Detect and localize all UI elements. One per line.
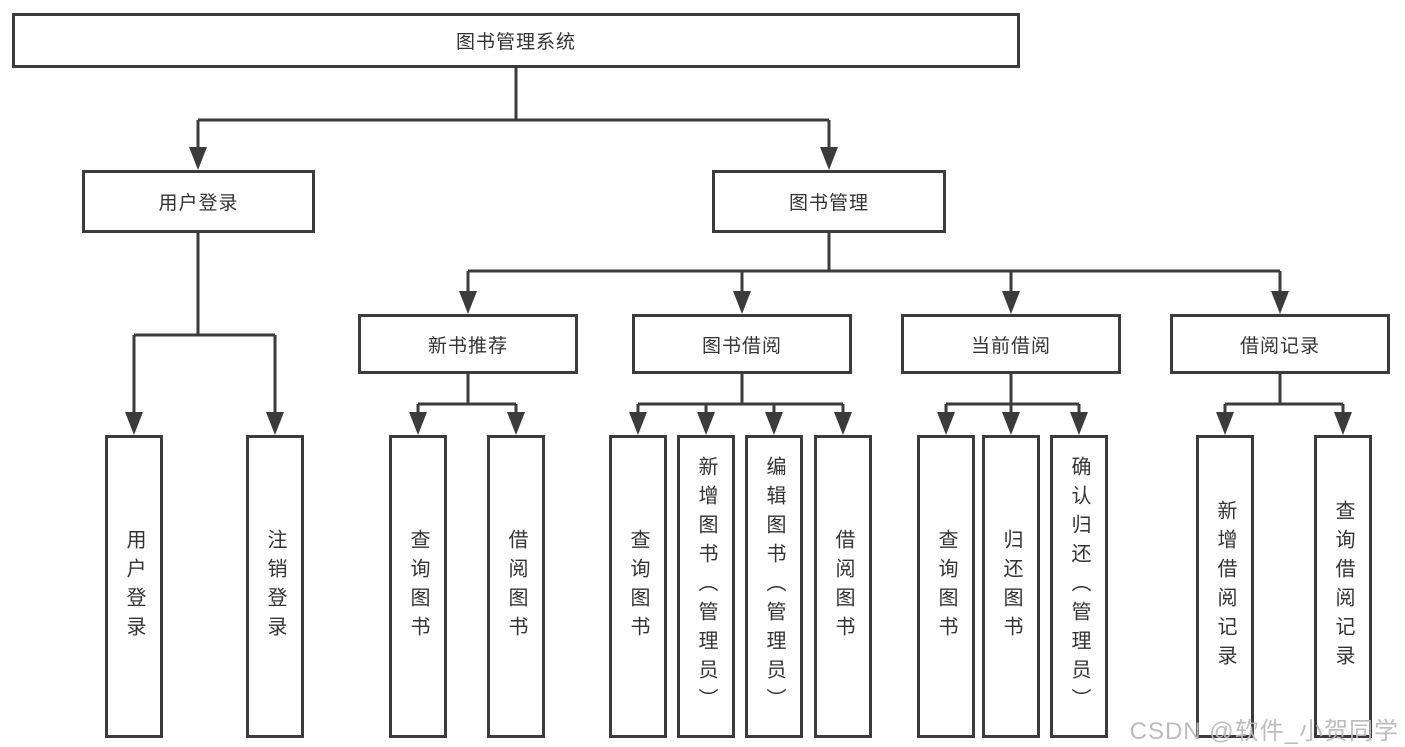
- node-label: 查询图书: [935, 528, 957, 645]
- node-label: 用户登录: [158, 193, 239, 214]
- node-label: 用户登录: [123, 528, 145, 645]
- node-leaf-edit-books-admin: 编辑图书（管理员）: [745, 435, 803, 738]
- node-book-borrow: 图书借阅: [632, 314, 852, 374]
- node-label: 查询图书: [407, 528, 429, 645]
- node-leaf-add-borrow-record: 新增借阅记录: [1196, 435, 1254, 738]
- node-label: 图书管理: [788, 193, 869, 214]
- node-label: 借阅记录: [1239, 335, 1320, 357]
- node-leaf-query-books-2: 查询图书: [609, 435, 667, 738]
- node-label: 查询图书: [627, 528, 649, 645]
- node-user-login-branch: 用户登录: [82, 170, 315, 233]
- node-leaf-borrow-books-1: 借阅图书: [487, 435, 545, 738]
- node-leaf-borrow-books-2: 借阅图书: [814, 435, 872, 738]
- node-label: 当前借阅: [970, 335, 1051, 357]
- node-leaf-return-books: 归还图书: [982, 435, 1040, 738]
- node-book-management-branch: 图书管理: [712, 170, 946, 233]
- node-leaf-logout: 注销登录: [246, 435, 304, 738]
- node-borrow-records: 借阅记录: [1170, 314, 1390, 374]
- node-leaf-confirm-return-admin: 确认归还（管理员）: [1050, 435, 1108, 738]
- node-label: 注销登录: [264, 528, 286, 645]
- node-label: 新增借阅记录: [1214, 499, 1236, 674]
- node-leaf-query-books-1: 查询图书: [389, 435, 447, 738]
- csdn-watermark: CSDN @软件_小贺同学: [1129, 718, 1399, 745]
- node-new-book-recommend: 新书推荐: [358, 314, 578, 374]
- node-label: 新书推荐: [427, 335, 508, 357]
- node-label: 借阅图书: [832, 528, 854, 645]
- node-label: 编辑图书（管理员）: [763, 456, 785, 717]
- node-current-borrow: 当前借阅: [901, 314, 1121, 374]
- node-label: 图书借阅: [701, 335, 782, 357]
- node-label: 确认归还（管理员）: [1068, 456, 1090, 717]
- node-label: 借阅图书: [505, 528, 527, 645]
- node-label: 查询借阅记录: [1332, 499, 1354, 674]
- node-label: 图书管理系统: [455, 32, 576, 53]
- node-label: 归还图书: [1000, 528, 1022, 645]
- node-label: 新增图书（管理员）: [695, 456, 717, 717]
- node-root-system: 图书管理系统: [12, 13, 1020, 68]
- node-leaf-add-books-admin: 新增图书（管理员）: [677, 435, 735, 738]
- node-leaf-query-borrow-record: 查询借阅记录: [1314, 435, 1372, 738]
- node-leaf-user-login: 用户登录: [105, 435, 163, 738]
- node-leaf-query-books-3: 查询图书: [917, 435, 975, 738]
